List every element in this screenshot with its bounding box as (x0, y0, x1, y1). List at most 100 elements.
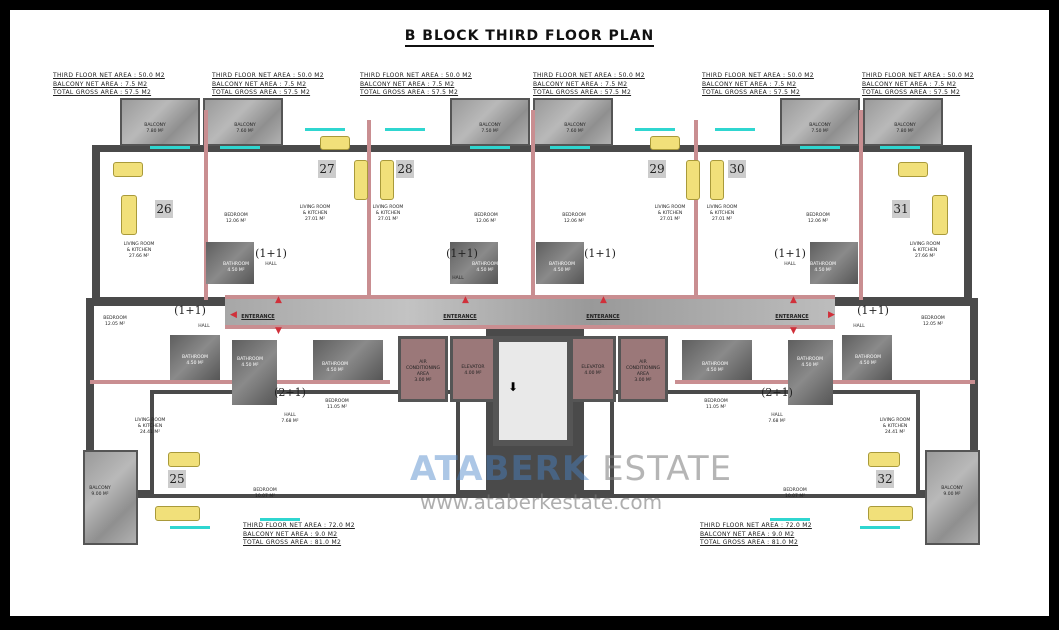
unit-number: 27 (318, 160, 336, 178)
sofa (650, 136, 680, 150)
partition-wall (204, 110, 208, 300)
unit-type: (2+1) (761, 386, 793, 399)
entrance-label: ENTERANCE (586, 314, 620, 320)
floor-plan-sheet: B BLOCK THIRD FLOOR PLAN THIRD FLOOR NET… (10, 10, 1049, 616)
bathroom-floor (313, 340, 383, 380)
unit-number: 30 (728, 160, 746, 178)
plan-title: B BLOCK THIRD FLOOR PLAN (10, 28, 1049, 47)
entrance-arrow-icon: ▲ (462, 295, 469, 305)
balcony (120, 98, 200, 146)
balcony (450, 98, 530, 146)
bathroom-floor (170, 335, 220, 380)
window (260, 518, 300, 521)
window (385, 128, 425, 131)
entrance-label: ENTERANCE (775, 314, 809, 320)
staircase (493, 336, 573, 446)
unit-number: 31 (892, 200, 910, 218)
unit-number: 28 (396, 160, 414, 178)
partition-wall (531, 110, 535, 300)
sofa (686, 160, 700, 200)
window (880, 146, 920, 149)
bathroom-floor (232, 340, 277, 405)
room-label: HALL (452, 276, 464, 281)
entrance-label: ENTERANCE (443, 314, 477, 320)
unit-type: (1+1) (584, 247, 616, 260)
balcony (863, 98, 943, 146)
room-label: HALL (853, 324, 865, 329)
bathroom-floor (682, 340, 752, 380)
entrance-arrow-icon: ▲ (275, 295, 282, 305)
entrance-corridor (225, 295, 835, 329)
window (635, 128, 675, 131)
unit-type: (1+1) (255, 247, 287, 260)
unit-type: (1+1) (857, 304, 889, 317)
unit-number: 26 (155, 200, 173, 218)
room-label: HALL (784, 262, 796, 267)
room-label: HALL (198, 324, 210, 329)
window (305, 128, 345, 131)
entrance-arrow-icon: ▲ (600, 295, 607, 305)
partition-wall (694, 120, 698, 300)
unit-32-lower (610, 390, 920, 498)
sofa (155, 506, 200, 521)
sofa (121, 195, 137, 235)
window (770, 518, 810, 521)
elevator-shaft[interactable] (570, 336, 616, 402)
window (170, 526, 210, 529)
stair-down-arrow-icon: ⬇ (508, 380, 519, 394)
sofa (710, 160, 724, 200)
watermark-brand: ATABERK ESTATE (410, 449, 733, 489)
bathroom-floor (206, 242, 254, 284)
bathroom-floor (536, 242, 584, 284)
balcony (83, 450, 138, 545)
partition-wall (859, 110, 863, 300)
sofa (380, 160, 394, 200)
bathroom-floor (842, 335, 892, 380)
entrance-arrow-icon: ▲ (790, 295, 797, 305)
unit-type: (1+1) (774, 247, 806, 260)
bathroom-floor (450, 242, 498, 284)
sofa (320, 136, 350, 150)
entrance-arrow-icon: ▼ (275, 326, 282, 336)
watermark-url: www.ataberkestate.com (420, 490, 663, 514)
window (860, 526, 900, 529)
air-conditioning-area (618, 336, 668, 402)
